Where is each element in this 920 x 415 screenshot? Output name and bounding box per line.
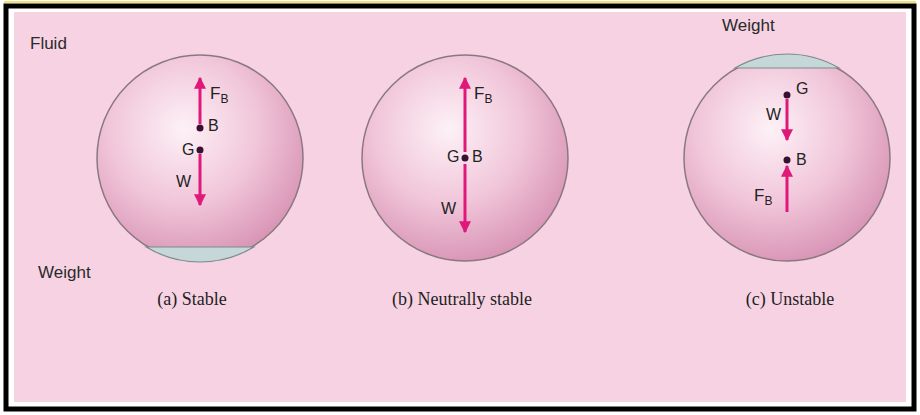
- panel-caption: (c) Unstable: [746, 289, 834, 309]
- buoyancy-center-label: B: [796, 151, 807, 169]
- center-dot: [462, 155, 469, 162]
- sphere-outline: [683, 54, 891, 262]
- weight-arrow: [786, 99, 789, 140]
- fluid-panel: [14, 12, 906, 402]
- buoyant-force-arrow: [464, 78, 467, 152]
- buoyancy-center-label: B: [208, 117, 219, 135]
- buoyancy-center-label: B: [472, 148, 483, 166]
- gravity-center-label: G: [182, 141, 194, 159]
- buoyant-force-label: FB: [210, 84, 228, 109]
- panel-caption: (b) Neutrally stable: [392, 289, 532, 309]
- sphere-circle: [362, 55, 568, 261]
- gravity-center-label: G: [447, 148, 459, 166]
- sphere-outline: [96, 54, 304, 262]
- gravity-center-label: G: [796, 80, 808, 98]
- weight-label: W: [176, 173, 191, 191]
- sphere-circle: [684, 55, 890, 261]
- gravity-center-dot: [197, 147, 204, 154]
- weight-label: Weight: [38, 263, 91, 283]
- gravity-center-dot: [784, 92, 791, 99]
- weight-plate: [146, 247, 254, 262]
- frame-border: [6, 6, 914, 409]
- buoyant-force-label: FB: [474, 84, 492, 109]
- weight-label: W: [766, 106, 781, 124]
- sphere-body: FBGBW(b) Neutrally stable: [361, 54, 569, 262]
- buoyant-force-label: FB: [754, 186, 772, 211]
- top-rule: [4, 1, 916, 3]
- weight-arrow: [464, 164, 467, 232]
- buoyant-force-arrow: [199, 78, 202, 124]
- weight-plate: [735, 54, 839, 68]
- weight-arrow: [199, 154, 202, 205]
- sphere-circle: [97, 55, 303, 261]
- weight-label: W: [441, 200, 456, 218]
- buoyancy-center-dot: [197, 125, 204, 132]
- panel-caption: (a) Stable: [157, 289, 226, 309]
- fluid-label: Fluid: [30, 34, 67, 54]
- sphere-body: FBBGW(a) Stable: [96, 54, 304, 262]
- buoyant-force-arrow: [786, 166, 789, 212]
- sphere-body: GWBFB(c) Unstable: [683, 54, 891, 262]
- sphere-outline: [361, 54, 569, 262]
- buoyancy-center-dot: [784, 157, 791, 164]
- weight-label: Weight: [722, 16, 775, 36]
